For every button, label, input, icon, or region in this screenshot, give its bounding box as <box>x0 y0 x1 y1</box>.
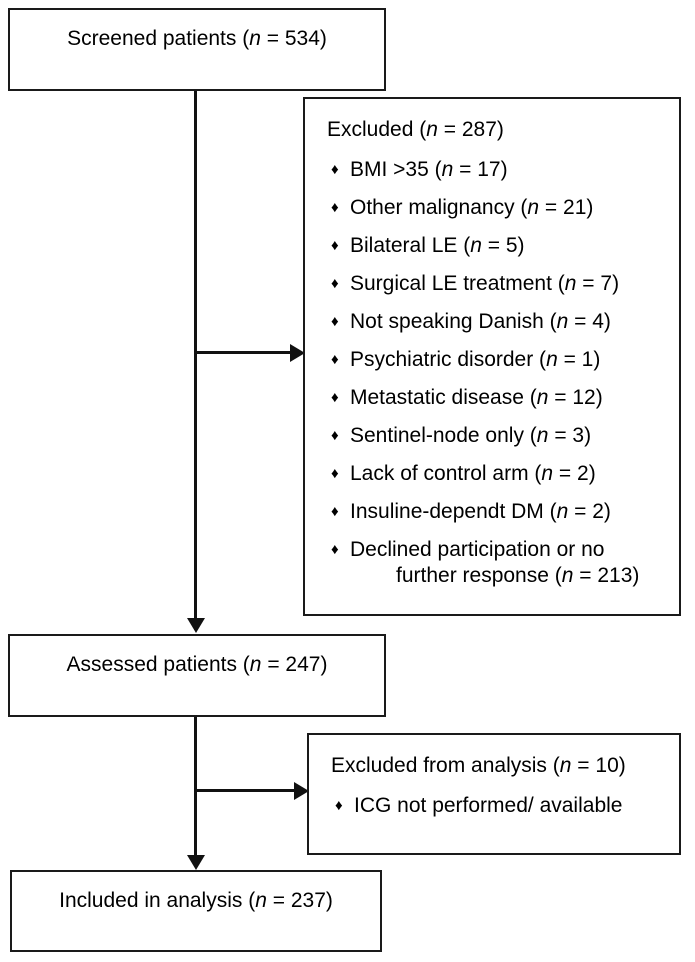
node-excluded-from-analysis-item-list: ♦ICG not performed/ available <box>335 793 622 819</box>
list-item: ♦Insuline-dependt DM (n = 2) <box>331 500 611 523</box>
list-item: ♦Other malignancy (n = 21) <box>331 196 594 219</box>
list-item: ♦Not speaking Danish (n = 4) <box>331 310 611 333</box>
diamond-bullet-icon: ♦ <box>331 313 339 330</box>
list-item-continuation: further response (n = 213) <box>396 564 640 587</box>
connector-screened-to-assessed <box>194 91 197 630</box>
n-italic: n <box>536 424 549 447</box>
list-item: ♦Sentinel-node only (n = 3) <box>331 424 592 447</box>
list-item: ♦Metastatic disease (n = 12) <box>331 386 603 409</box>
node-included-in-analysis: Included in analysis (n = 237) <box>10 870 382 952</box>
n-italic: n <box>249 27 261 50</box>
list-item: ♦Psychiatric disorder (n = 1) <box>331 348 601 371</box>
node-assessed-patients-label: Assessed patients (n = 247) <box>66 653 328 676</box>
diamond-bullet-icon: ♦ <box>331 199 339 216</box>
n-italic: n <box>556 500 569 523</box>
n-italic: n <box>546 348 558 371</box>
diamond-bullet-icon: ♦ <box>331 161 339 178</box>
diamond-bullet-icon: ♦ <box>331 503 339 520</box>
n-italic: n <box>559 754 572 777</box>
node-assessed-patients: Assessed patients (n = 247) <box>8 634 386 717</box>
n-italic: n <box>249 653 262 676</box>
connector-assessed-to-excluded-analysis <box>194 789 298 792</box>
diamond-bullet-icon: ♦ <box>331 351 339 368</box>
diamond-bullet-icon: ♦ <box>331 541 339 558</box>
node-excluded-from-analysis-title: Excluded from analysis (n = 10) <box>331 754 626 777</box>
arrowhead-assessed <box>187 618 205 633</box>
n-italic: n <box>441 158 454 181</box>
n-italic: n <box>527 196 540 219</box>
connector-screened-to-excluded <box>194 351 294 354</box>
n-italic: n <box>556 310 569 333</box>
n-italic: n <box>541 462 554 485</box>
arrowhead-excluded <box>290 344 305 362</box>
diamond-bullet-icon: ♦ <box>335 797 343 814</box>
list-item: ♦Surgical LE treatment (n = 7) <box>331 272 620 295</box>
n-italic: n <box>470 234 482 257</box>
node-excluded-title: Excluded (n = 287) <box>327 118 504 141</box>
n-italic: n <box>426 118 438 141</box>
n-italic: n <box>255 889 267 912</box>
diamond-bullet-icon: ♦ <box>331 275 339 292</box>
list-item: ♦Bilateral LE (n = 5) <box>331 234 525 257</box>
arrowhead-included <box>187 855 205 870</box>
diamond-bullet-icon: ♦ <box>331 389 339 406</box>
diamond-bullet-icon: ♦ <box>331 465 339 482</box>
n-italic: n <box>536 386 549 409</box>
list-item: ♦Lack of control arm (n = 2) <box>331 462 596 485</box>
list-item: ♦BMI >35 (n = 17) <box>331 158 508 181</box>
n-italic: n <box>564 272 577 295</box>
node-included-in-analysis-label: Included in analysis (n = 237) <box>59 889 333 912</box>
node-screened-patients-label: Screened patients (n = 534) <box>67 27 327 50</box>
node-excluded-item-list: ♦BMI >35 (n = 17) ♦Other malignancy (n =… <box>331 157 639 587</box>
node-excluded-from-analysis: Excluded from analysis (n = 10) ♦ICG not… <box>307 733 681 855</box>
connector-assessed-to-included <box>194 717 197 858</box>
node-excluded: Excluded (n = 287) ♦BMI >35 (n = 17) ♦Ot… <box>303 97 681 616</box>
diamond-bullet-icon: ♦ <box>331 237 339 254</box>
node-screened-patients: Screened patients (n = 534) <box>8 8 386 91</box>
list-item: ♦ICG not performed/ available <box>335 794 623 817</box>
arrowhead-excluded-analysis <box>294 782 309 800</box>
n-italic: n <box>561 564 574 587</box>
diamond-bullet-icon: ♦ <box>331 427 339 444</box>
